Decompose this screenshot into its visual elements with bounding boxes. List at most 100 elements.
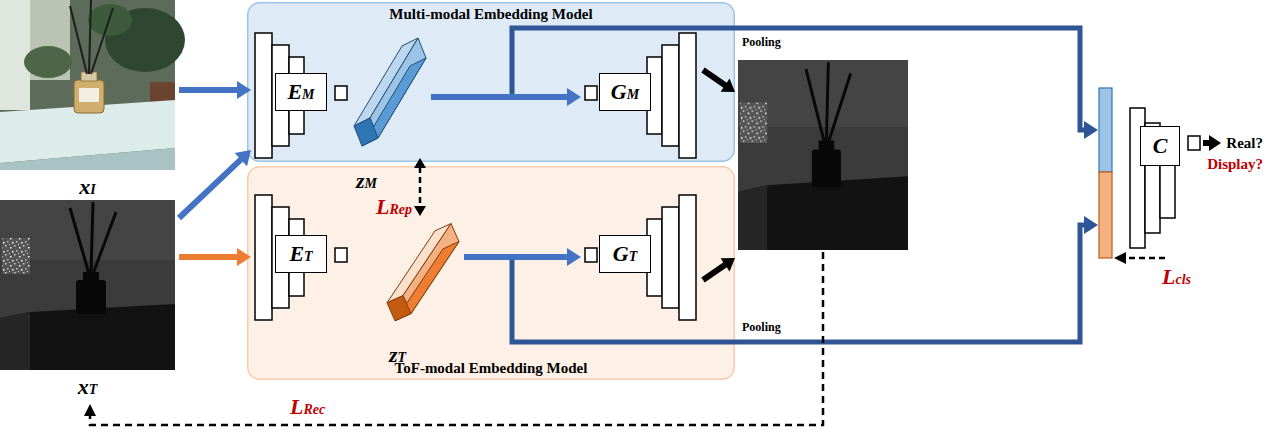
input-photo [0, 0, 30, 110]
arrow-head [237, 81, 251, 99]
layer-block [662, 207, 679, 308]
arrow-head [414, 206, 426, 216]
concatenated-feature [1099, 88, 1112, 172]
input-photo [70, 0, 113, 74]
input-image: xI [0, 0, 175, 170]
input-photo [79, 88, 99, 102]
layer-block [679, 33, 696, 158]
module-title: ToF-modal Embedding Model [247, 359, 735, 377]
input-image: xT [0, 200, 175, 370]
module-label-box: ET [275, 235, 327, 273]
cuboid-face [354, 118, 378, 146]
input-photo [24, 46, 72, 78]
arrow-head [235, 150, 251, 166]
input-photo [0, 148, 175, 170]
layer-block [335, 248, 347, 262]
cuboid-face [387, 296, 411, 321]
connector-line [179, 87, 238, 93]
reconstructed-depth-image [738, 60, 908, 250]
loss-cls-arrow [1114, 252, 1165, 264]
module-label-box: C [1140, 126, 1180, 166]
loss-label: Lcls [1162, 266, 1191, 288]
decoder-output-arrow [721, 79, 735, 92]
concatenated-feature [1099, 172, 1112, 258]
connector [414, 158, 426, 216]
pooling-line [512, 28, 1098, 342]
module-label: EM [287, 81, 314, 103]
connector [179, 150, 251, 218]
loss-label: LRep [376, 196, 412, 218]
latent-feature: zT [385, 220, 460, 328]
module-label-box: GM [599, 73, 651, 111]
image-label: xI [79, 176, 95, 198]
output-label: Real? [1226, 134, 1263, 152]
arrow-head [567, 248, 581, 266]
connector-line [419, 167, 422, 207]
decoder-output-arrow [703, 70, 726, 86]
pooling-line [1084, 216, 1098, 234]
layer-block [585, 86, 597, 100]
input-photo [74, 80, 104, 113]
connector-line [179, 254, 238, 260]
classifier-output-arrow [1203, 135, 1221, 151]
module-label-box: GT [599, 235, 651, 273]
feature-cuboid [352, 34, 427, 154]
connector [179, 248, 251, 266]
loss-cls-arrow [1125, 257, 1165, 260]
layer-block [255, 195, 272, 320]
layer-block [585, 248, 597, 262]
embedding-module: Multi-modal Embedding ModelEMzMGM [247, 2, 735, 162]
reconstructed-depth-image [738, 60, 908, 250]
layer-block [679, 195, 696, 320]
pooling-line [512, 28, 1086, 130]
pooling-line [512, 225, 1086, 342]
decoder-output-arrow [703, 264, 726, 280]
connector-line [464, 254, 568, 260]
feature-cuboid [385, 220, 460, 328]
classifier: C [1130, 108, 1202, 248]
layer-block [335, 86, 347, 100]
tof-depth-image [0, 200, 175, 370]
decoder: GT [585, 195, 700, 320]
loss-rec-arrow [84, 404, 96, 416]
connector [431, 88, 581, 106]
loss-rec-arrow [84, 252, 823, 425]
pooling-label: Pooling [742, 320, 781, 334]
module-label: GM [611, 81, 639, 103]
module-label: GT [613, 243, 637, 265]
layer-block [662, 45, 679, 146]
loss-cls-arrow [1114, 252, 1126, 264]
decoder: GM [585, 33, 700, 158]
latent-feature: zM [352, 34, 427, 154]
loss-label: LRec [290, 396, 325, 418]
output-label: Display? [1207, 155, 1263, 173]
encoder: ET [255, 195, 350, 320]
pooling-label: Pooling [742, 35, 781, 49]
arrow-head [414, 158, 426, 168]
connector-line [431, 94, 568, 100]
feature-label: zM [356, 170, 377, 192]
module-label: ET [289, 243, 312, 265]
decoder-output-arrow [703, 70, 735, 280]
arrow-head [237, 248, 251, 266]
connector [464, 248, 581, 266]
pooling-line [1084, 121, 1098, 139]
embedding-module: ToF-modal Embedding Model ET zT GT [247, 166, 735, 380]
decoder-output-arrow [721, 258, 735, 271]
image-label: xT [78, 376, 98, 398]
module-label: C [1153, 135, 1168, 157]
input-photo [0, 0, 185, 170]
module-label-box: EM [275, 73, 327, 111]
connector [179, 81, 251, 99]
arrow-head [567, 88, 581, 106]
feature-label: zT [389, 344, 406, 366]
encoder: EM [255, 33, 350, 158]
connector-line [179, 159, 242, 218]
tof-depth-image [0, 200, 175, 370]
